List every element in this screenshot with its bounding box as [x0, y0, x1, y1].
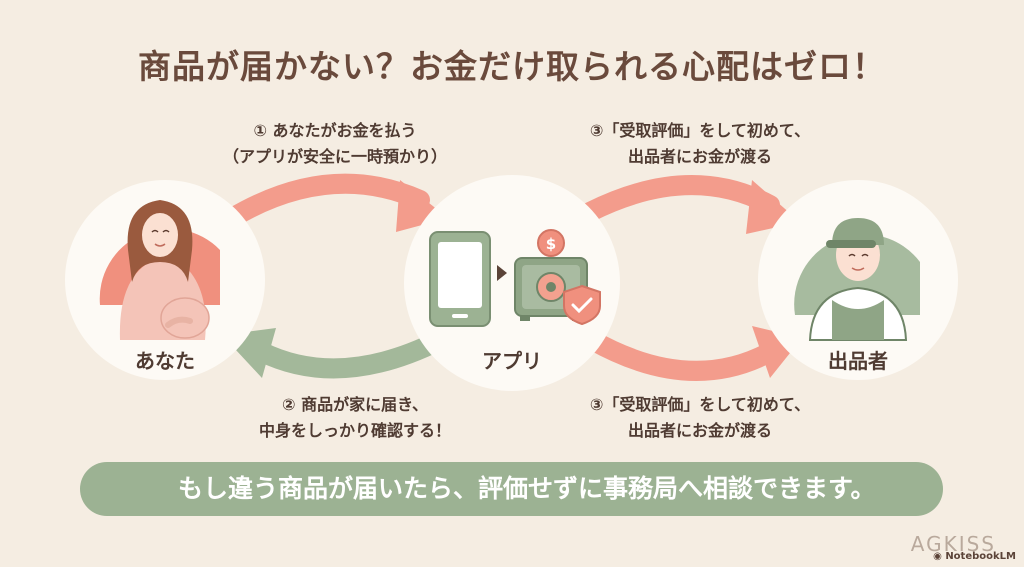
notebooklm-text: NotebookLM: [945, 551, 1016, 562]
arrow-pay: [222, 173, 448, 232]
svg-text:$: $: [546, 235, 556, 253]
notebooklm-icon: ◉: [933, 551, 946, 562]
node-app-label: アプリ: [482, 349, 542, 373]
arrow-right-icon: [497, 265, 507, 281]
brand-logo: AGKISS: [910, 532, 996, 556]
step2-label: ② 商品が家に届き、 中身をしっかり確認する！: [230, 392, 480, 444]
app-circle: [404, 175, 620, 391]
step1-label: ① あなたがお金を払う （アプリが安全に一時預かり）: [205, 118, 465, 170]
banner-text: もし違う商品が届いたら、評価せずに事務局へ相談できます。: [178, 474, 876, 503]
arrow-release-top: [580, 175, 800, 234]
step1-line2: （アプリが安全に一時預かり）: [222, 147, 447, 166]
shield-check-icon: [563, 284, 601, 326]
smartphone-icon: [429, 231, 491, 327]
step2-line2: 中身をしっかり確認する！: [258, 421, 451, 440]
step3-top-label: ③「受取評価」をして初めて、 出品者にお金が渡る: [570, 118, 830, 170]
notebooklm-watermark: ◉ NotebookLM: [933, 551, 1016, 562]
pregnant-woman-icon: [99, 200, 220, 340]
step3-top-line1: ③「受取評価」をして初めて、: [589, 121, 811, 140]
step3-top-line2: 出品者にお金が渡る: [627, 147, 772, 166]
step1-line1: ① あなたがお金を払う: [253, 121, 417, 140]
info-banner: [80, 462, 943, 516]
step3-bottom-line2: 出品者にお金が渡る: [627, 421, 772, 440]
step3-bottom-label: ③「受取評価」をして初めて、 出品者にお金が渡る: [570, 392, 830, 444]
step2-line1: ② 商品が家に届き、: [282, 395, 428, 414]
node-you-label: あなた: [135, 349, 195, 373]
seller-person-icon: [794, 218, 920, 341]
node-seller-label: 出品者: [828, 349, 888, 373]
coin-icon: $: [537, 229, 565, 257]
page-title: 商品が届かない？お金だけ取られる心配はゼロ！: [138, 47, 886, 86]
step3-bottom-line1: ③「受取評価」をして初めて、: [589, 395, 811, 414]
